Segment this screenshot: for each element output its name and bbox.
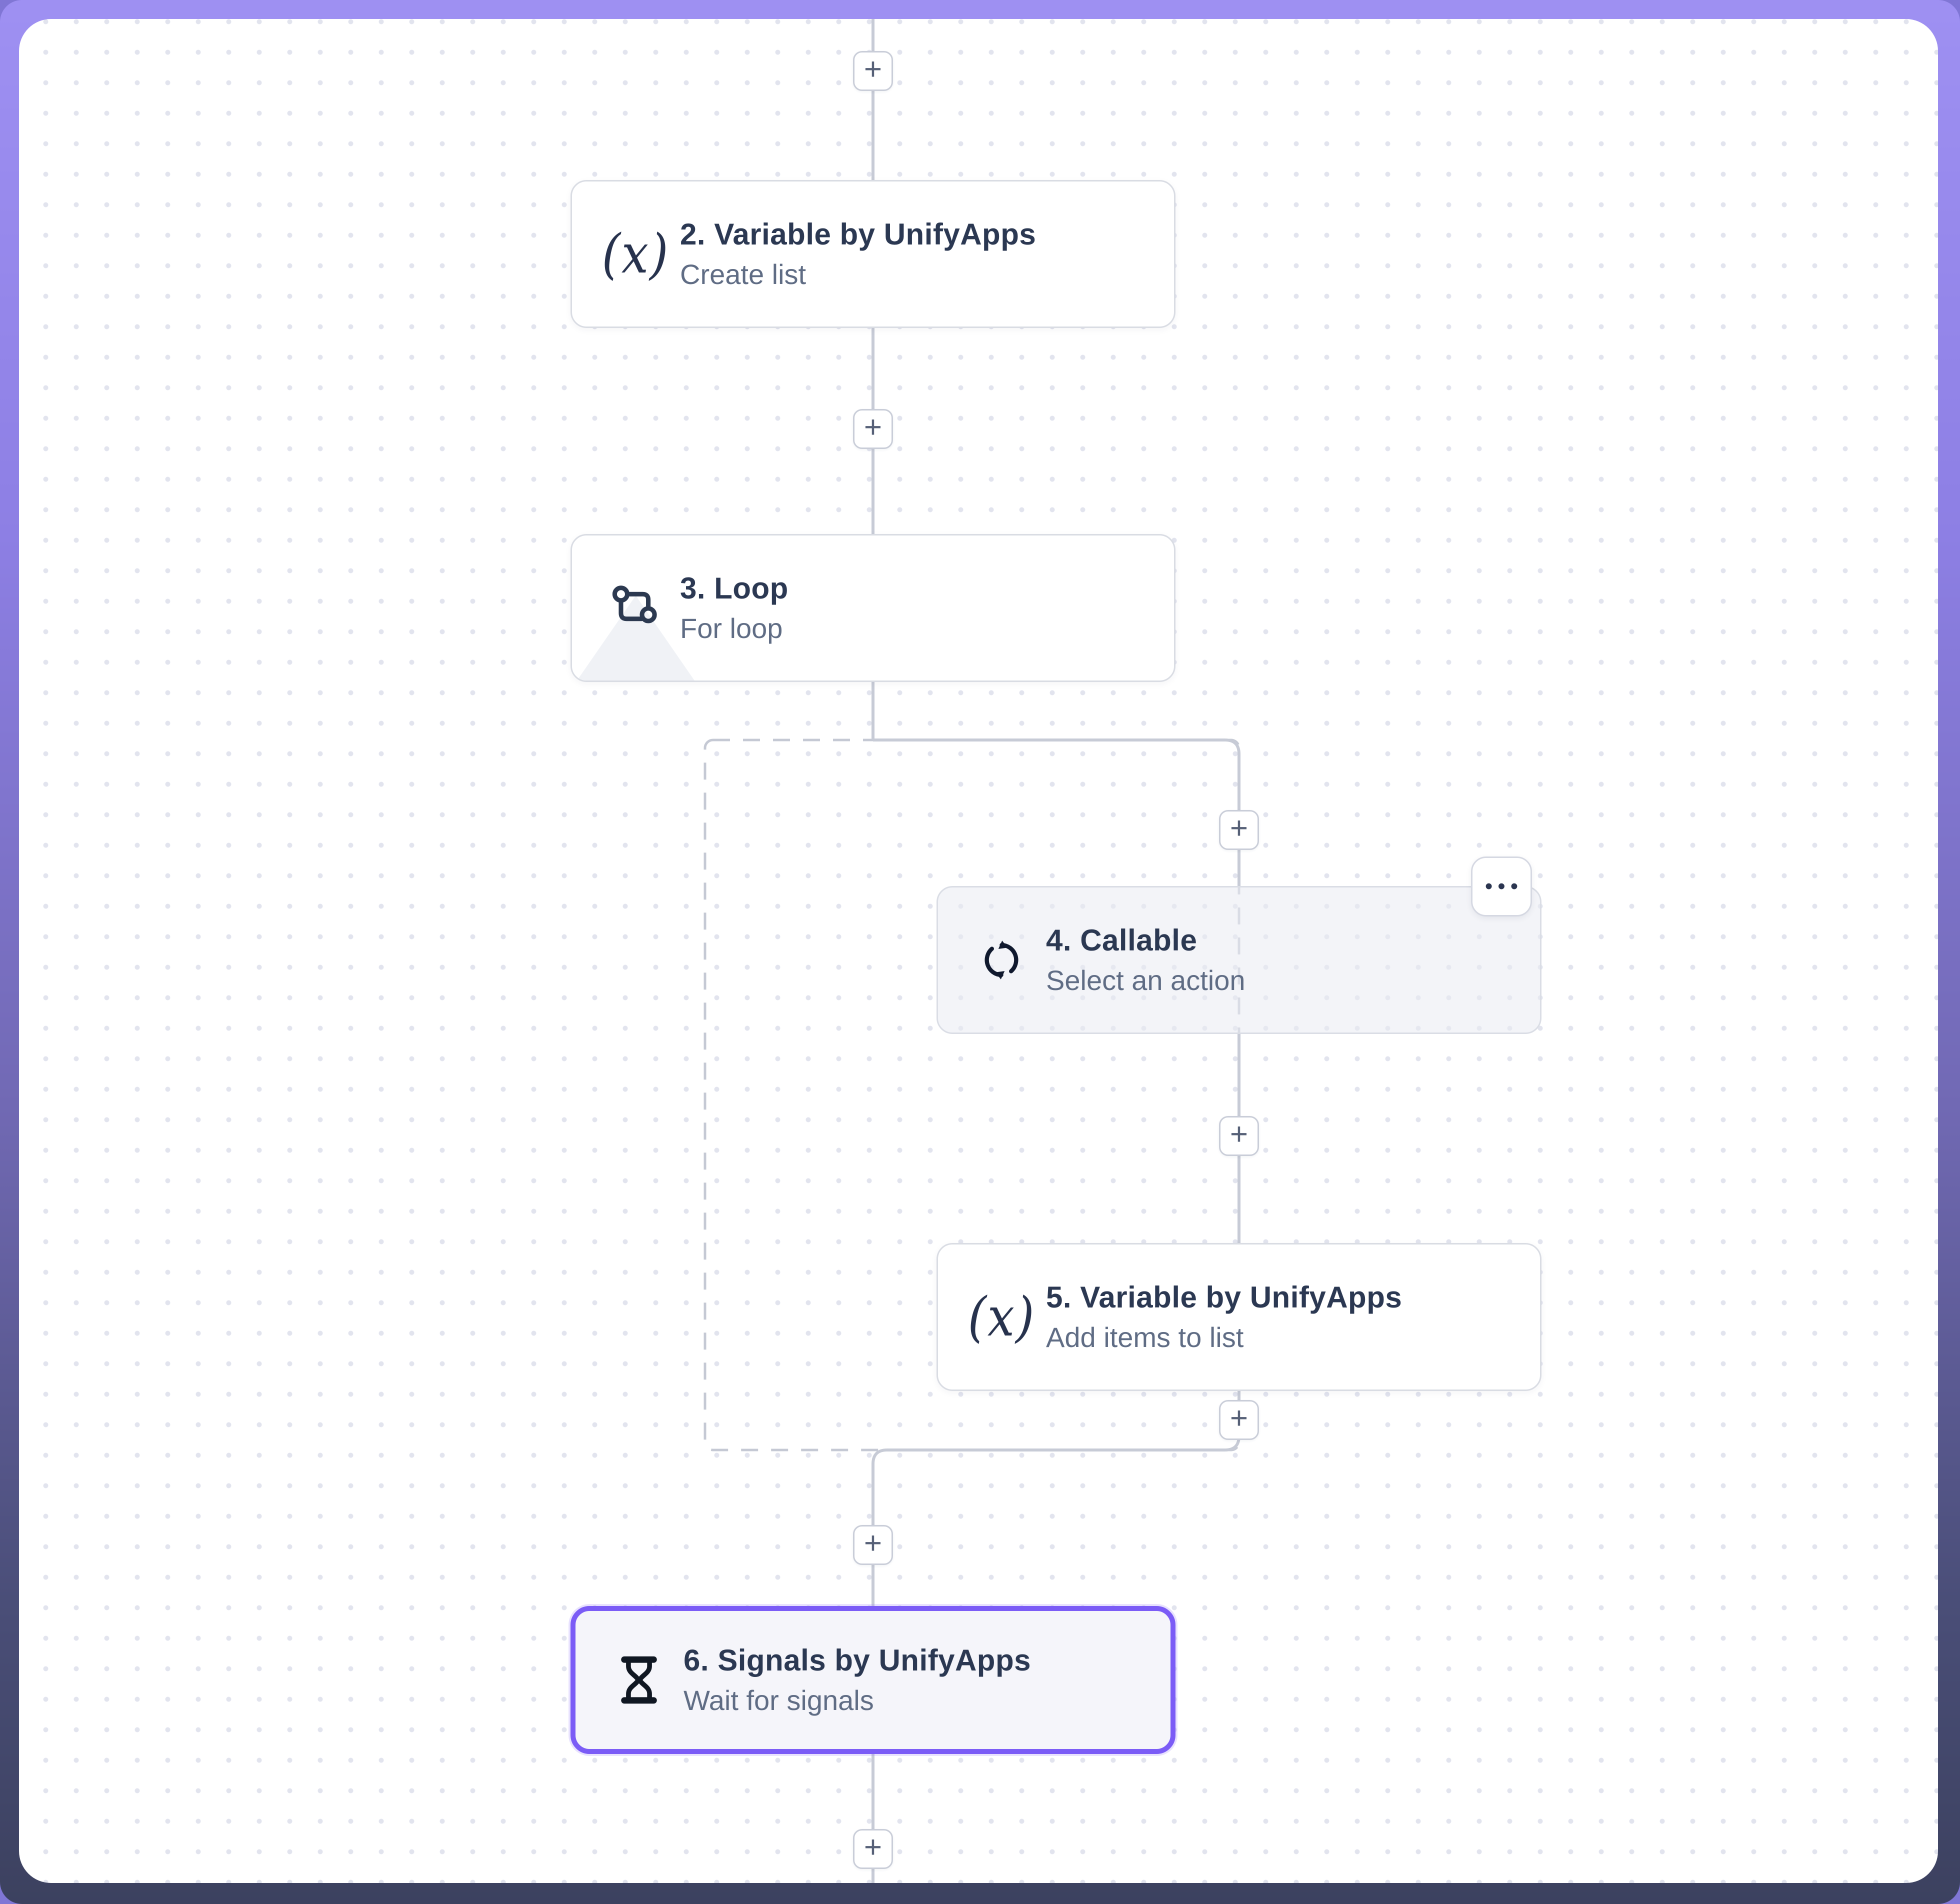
add-step-button[interactable]: + [853, 409, 893, 449]
node-options-menu-button[interactable]: ••• [1471, 856, 1532, 916]
node-variable-create-list[interactable]: (x) 2. Variable by UnifyApps Create list [570, 180, 1176, 328]
node-title: 4. Callable [1046, 924, 1198, 958]
ellipsis-icon: ••• [1484, 874, 1524, 898]
add-step-button[interactable]: + [853, 1829, 893, 1869]
loop-icon [598, 558, 673, 658]
node-title: 5. Variable by UnifyApps [1046, 1280, 1402, 1314]
node-title: 3. Loop [680, 572, 788, 606]
workflow-canvas[interactable]: + + + + + + + (x) 2. Variable by UnifyAp… [19, 19, 1938, 1883]
node-subtitle: For loop [680, 612, 783, 644]
variable-x-icon: (x) [968, 1286, 1036, 1348]
add-step-button[interactable]: + [1219, 1400, 1259, 1440]
node-subtitle: Create list [680, 258, 806, 290]
add-step-button[interactable]: + [1219, 1116, 1259, 1156]
node-title: 2. Variable by UnifyApps [680, 218, 1036, 252]
node-loop[interactable]: 3. Loop For loop [570, 534, 1176, 682]
node-subtitle: Select an action [1046, 964, 1246, 996]
node-subtitle: Wait for signals [684, 1684, 874, 1716]
hourglass-icon [602, 1630, 676, 1730]
add-step-button[interactable]: + [853, 51, 893, 91]
node-subtitle: Add items to list [1046, 1322, 1244, 1354]
add-step-button[interactable]: + [1219, 810, 1259, 850]
node-callable[interactable]: ••• 4. Callable Select an action [936, 856, 1542, 1034]
callable-refresh-icon [964, 910, 1039, 1010]
node-signals-wait[interactable]: 6. Signals by UnifyApps Wait for signals [570, 1606, 1176, 1754]
variable-x-icon: (x) [602, 222, 670, 286]
add-step-button[interactable]: + [853, 1525, 893, 1565]
node-variable-add-items[interactable]: (x) 5. Variable by UnifyApps Add items t… [936, 1243, 1542, 1391]
node-title: 6. Signals by UnifyApps [684, 1644, 1031, 1678]
